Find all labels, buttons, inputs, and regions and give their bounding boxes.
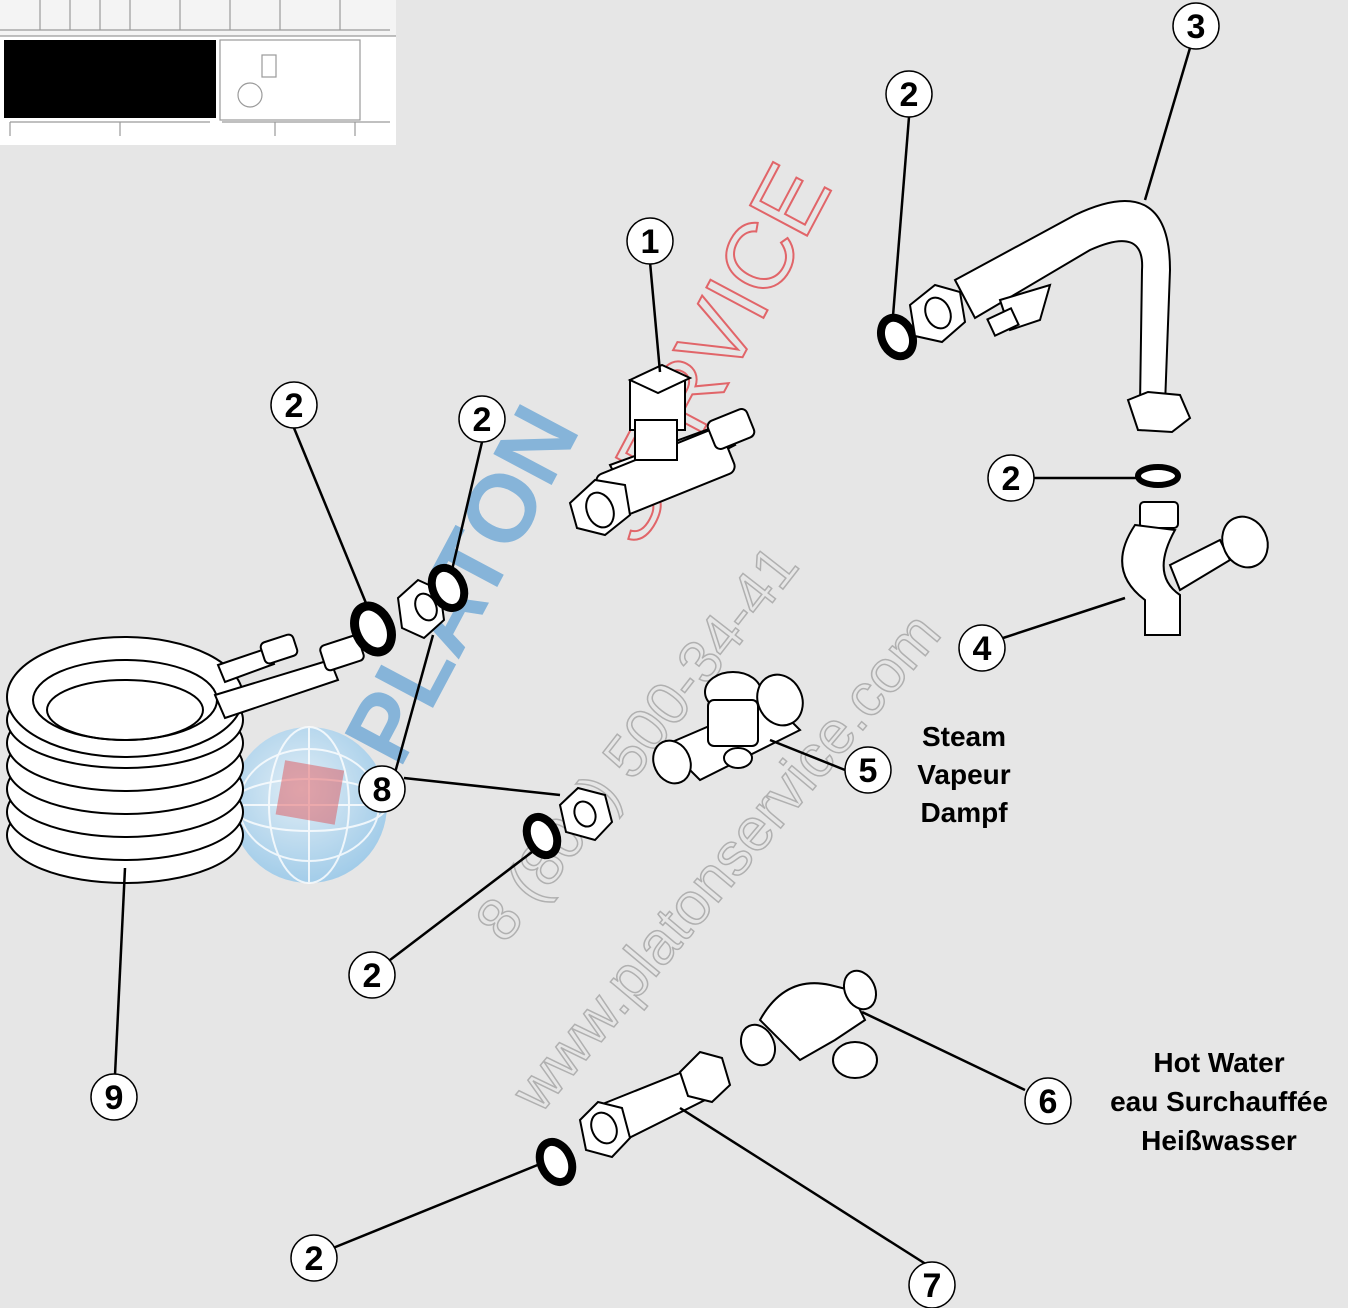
hot-water-label: Hot Water eau Surchauffée Heißwasser [1110,1047,1328,1156]
callout-2-label: 2 [363,957,382,995]
coil-part [6,633,365,884]
callout-2: 2 [348,951,396,999]
callout-2: 2 [987,454,1035,502]
gasket-part [1135,464,1181,488]
gasket-part [876,313,918,361]
callout-2-label: 2 [900,76,919,114]
steam-label-en: Steam [922,721,1006,752]
callout-5: 5 [844,746,892,794]
callout-2: 2 [885,70,933,118]
hot-water-elbow-part [739,969,878,1079]
callout-2-label: 2 [285,387,304,425]
callout-2-label: 2 [305,1240,324,1278]
callout-8: 8 [358,765,406,813]
machine-thumbnail [0,0,396,145]
callout-6: 6 [1024,1077,1072,1125]
callout-2-label: 2 [473,401,492,439]
callout-2-label: 2 [1002,460,1021,498]
gasket-part [522,812,562,860]
callout-1: 1 [626,217,674,265]
callout-8-label: 8 [373,771,392,809]
straight-pipe-part [578,1050,732,1159]
bent-pipe-part [908,200,1192,434]
steam-label-fr: Vapeur [917,759,1010,790]
callout-4: 4 [958,624,1006,672]
steam-fitting-part [652,671,804,785]
callout-6-label: 6 [1039,1083,1058,1121]
callout-3: 3 [1172,2,1220,50]
elbow-fitting-part [1121,501,1269,636]
callout-2: 2 [290,1234,338,1282]
callout-1-label: 1 [641,223,660,261]
callout-7-label: 7 [923,1267,942,1305]
callout-2: 2 [270,381,318,429]
callout-5-label: 5 [859,752,878,790]
hot-water-label-en: Hot Water [1153,1047,1284,1078]
callout-7: 7 [908,1261,956,1308]
steam-label-de: Dampf [920,797,1008,828]
gasket-part [535,1137,577,1187]
callout-2: 2 [458,395,506,443]
hot-water-label-fr: eau Surchauffée [1110,1086,1328,1117]
gasket-part [350,601,396,657]
callout-9: 9 [90,1073,138,1121]
hot-water-label-de: Heißwasser [1141,1125,1297,1156]
callout-4-label: 4 [973,630,992,668]
callout-3-label: 3 [1187,8,1206,46]
steam-label: Steam Vapeur Dampf [917,721,1010,828]
watermark: PLATON SERVICE 8 (800) 500-34-41 www.pla… [230,146,954,1125]
callout-9-label: 9 [105,1079,124,1117]
valve-part [568,363,756,537]
nut-part [558,786,614,842]
watermark-globe-icon [230,726,388,884]
gasket-part [427,563,469,613]
leader-lines [113,47,1192,1270]
